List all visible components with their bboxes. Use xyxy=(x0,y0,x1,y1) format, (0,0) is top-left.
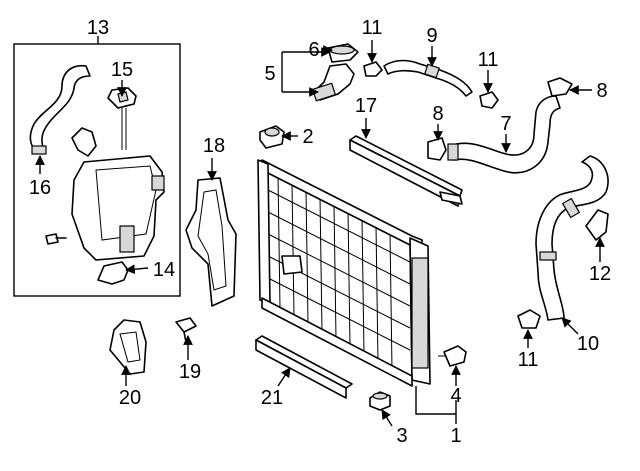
deflector-inner xyxy=(197,189,227,291)
tank-neck xyxy=(151,175,165,191)
cap-detail xyxy=(117,91,129,103)
reservoir-bolt xyxy=(45,233,67,245)
callout-3: 3 xyxy=(396,425,407,447)
right-tank-detail xyxy=(411,257,429,369)
callout-10: 10 xyxy=(577,333,599,355)
hose-clamp-c xyxy=(547,77,573,97)
lower-deflector-inner xyxy=(119,331,141,363)
hose-bracket xyxy=(585,209,609,241)
callout-8-right: 8 xyxy=(596,80,607,102)
callout-21: 21 xyxy=(261,387,283,409)
reservoir-group-frame xyxy=(13,43,181,297)
callout-5: 5 xyxy=(264,63,275,85)
upper-support xyxy=(349,135,463,197)
hose-clamp-d xyxy=(427,137,447,161)
callout-4: 4 xyxy=(450,385,461,407)
callout-12: 12 xyxy=(589,263,611,285)
reservoir-bracket xyxy=(97,261,129,285)
lower-deflector xyxy=(109,319,147,375)
tank-sight xyxy=(119,225,135,253)
cushion-top xyxy=(264,127,280,137)
coolant-reservoir xyxy=(71,155,165,261)
callout-15: 15 xyxy=(111,59,133,81)
lower-cushion-top xyxy=(372,392,388,400)
upper-hose-end xyxy=(447,143,459,161)
callout-11-right: 11 xyxy=(478,49,499,71)
callout-17: 17 xyxy=(355,95,377,117)
callout-8-center: 8 xyxy=(432,103,443,125)
callout-7: 7 xyxy=(500,113,511,135)
bypass-hose xyxy=(383,59,473,97)
callout-18: 18 xyxy=(203,135,225,157)
upper-radiator-hose xyxy=(449,95,561,174)
callout-1: 1 xyxy=(450,425,461,447)
hose-end-cap xyxy=(31,145,47,155)
cap-top xyxy=(329,45,355,55)
callout-13: 13 xyxy=(87,17,109,39)
callout-11-lower: 11 xyxy=(518,349,539,371)
callout-11-top: 11 xyxy=(362,17,383,39)
callout-9: 9 xyxy=(426,25,437,47)
callout-2: 2 xyxy=(302,126,313,148)
push-clip xyxy=(175,317,197,343)
callout-numbers: 13 15 16 14 18 20 19 21 17 2 3 4 1 5 6 1… xyxy=(29,17,611,447)
lower-hose-band xyxy=(561,197,581,219)
drain-cock xyxy=(443,345,467,367)
reservoir-clip xyxy=(71,127,97,157)
lower-hose-band-2 xyxy=(539,251,557,261)
leader-lines xyxy=(35,40,605,427)
radiator-side-deflector xyxy=(185,177,237,307)
hose-clamp-a xyxy=(363,61,383,77)
tank-inner-line xyxy=(95,165,157,241)
radiator-core xyxy=(257,159,431,387)
hose-clamp-e xyxy=(517,309,541,329)
lower-radiator-hose xyxy=(535,155,609,321)
hose-clamp-b xyxy=(479,91,499,109)
callout-16: 16 xyxy=(29,177,51,199)
callout-19: 19 xyxy=(179,361,201,383)
callout-14: 14 xyxy=(153,259,175,281)
callout-6: 6 xyxy=(308,39,319,61)
callout-20: 20 xyxy=(119,387,141,409)
